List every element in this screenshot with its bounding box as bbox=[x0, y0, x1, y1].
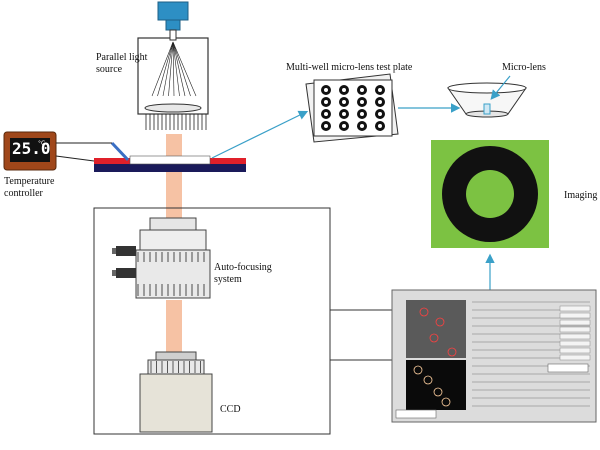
enclosure bbox=[93, 207, 331, 435]
micro-lens-label: Micro-lens bbox=[502, 62, 546, 73]
light-beam-middle bbox=[166, 300, 182, 352]
temperature-controller-label-2: controller bbox=[4, 188, 43, 199]
autofocus-label-2: system bbox=[214, 274, 242, 285]
light-beam-lower bbox=[166, 172, 182, 218]
autofocus-system bbox=[112, 217, 211, 299]
heating-stage bbox=[94, 141, 246, 172]
software-screenshot bbox=[391, 289, 597, 423]
ccd-label: CCD bbox=[220, 404, 241, 415]
temperature-unit: °C bbox=[38, 140, 46, 147]
ccd-camera bbox=[139, 351, 213, 433]
arrow-stage-to-plate bbox=[211, 110, 309, 159]
micro-lens bbox=[447, 75, 527, 118]
autofocus-label-1: Auto-focusing bbox=[214, 262, 272, 273]
plate-label: Multi-well micro-lens test plate bbox=[286, 62, 413, 73]
collimating-lens bbox=[144, 103, 202, 113]
light-source-camera bbox=[157, 1, 189, 21]
light-source bbox=[137, 1, 209, 130]
light-beam-upper bbox=[166, 134, 182, 158]
light-source-label-1: Parallel light bbox=[96, 52, 148, 63]
light-source-label-2: source bbox=[96, 64, 123, 75]
imaging-result bbox=[431, 140, 549, 248]
temperature-controller bbox=[3, 131, 112, 171]
temperature-controller-label-1: Temperature bbox=[4, 176, 55, 187]
multiwell-plate bbox=[305, 73, 399, 143]
temperature-display: 25.0 bbox=[12, 139, 51, 158]
imaging-label: Imaging bbox=[564, 190, 598, 201]
